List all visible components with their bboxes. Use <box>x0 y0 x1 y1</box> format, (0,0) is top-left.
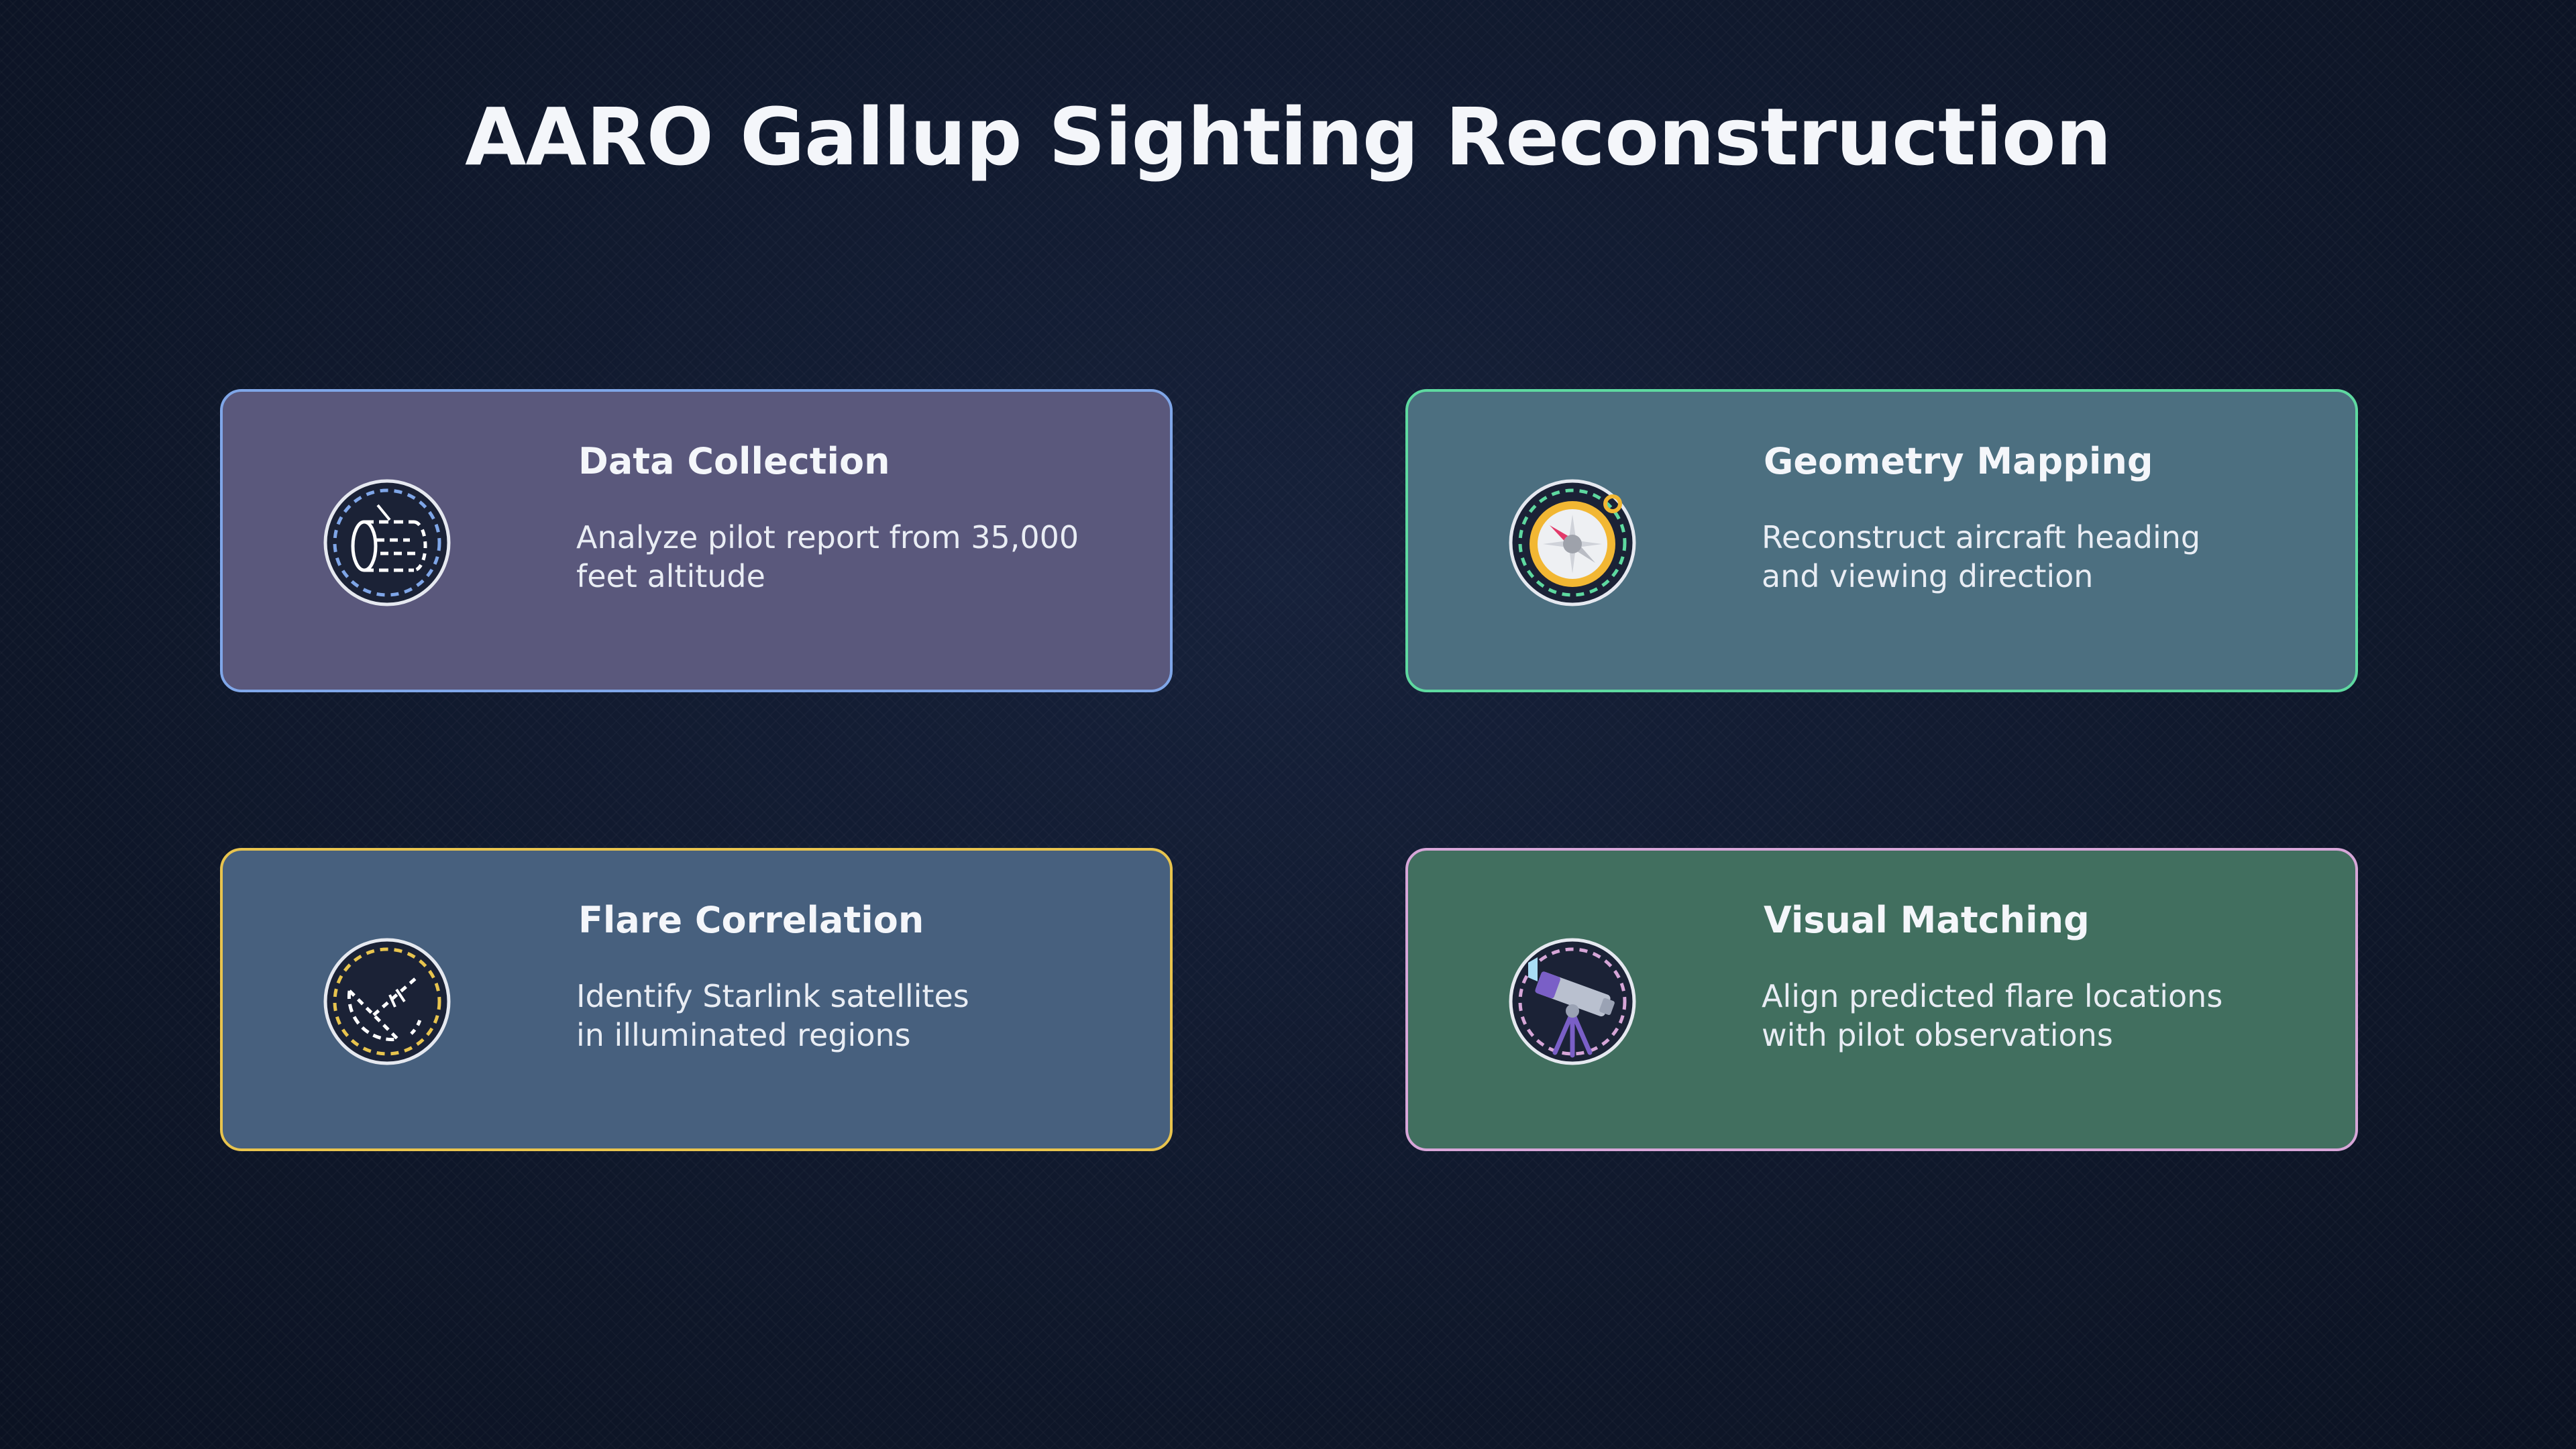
card-description: Reconstruct aircraft heading and viewing… <box>1762 518 2339 596</box>
data-cylinder-icon <box>323 478 451 607</box>
card-description-line: feet altitude <box>576 558 765 594</box>
card-flare-correlation: Flare Correlation Identify Starlink sate… <box>220 848 1173 1151</box>
card-description-line: Reconstruct aircraft heading <box>1762 519 2201 555</box>
card-title: Geometry Mapping <box>1764 440 2153 482</box>
card-description-line: Identify Starlink satellites <box>576 978 969 1014</box>
card-visual-matching: Visual Matching Align predicted flare lo… <box>1405 848 2358 1151</box>
card-geometry-mapping: Geometry Mapping Reconstruct aircraft he… <box>1405 389 2358 692</box>
telescope-icon <box>1508 937 1637 1066</box>
card-title: Visual Matching <box>1764 899 2090 941</box>
card-title: Data Collection <box>578 440 890 482</box>
card-description-line: Analyze pilot report from 35,000 <box>576 519 1079 555</box>
card-description: Analyze pilot report from 35,000 feet al… <box>576 518 1153 596</box>
card-description-line: and viewing direction <box>1762 558 2094 594</box>
card-description: Align predicted flare locations with pil… <box>1762 977 2339 1055</box>
card-description-line: with pilot observations <box>1762 1017 2113 1053</box>
compass-icon <box>1508 478 1637 607</box>
card-description-line: Align predicted flare locations <box>1762 978 2223 1014</box>
satellite-dish-icon <box>323 937 451 1066</box>
card-title: Flare Correlation <box>578 899 924 941</box>
card-data-collection: Data Collection Analyze pilot report fro… <box>220 389 1173 692</box>
card-description-line: in illuminated regions <box>576 1017 911 1053</box>
slide-title: AARO Gallup Sighting Reconstruction <box>465 91 2112 183</box>
card-description: Identify Starlink satellites in illumina… <box>576 977 1153 1055</box>
